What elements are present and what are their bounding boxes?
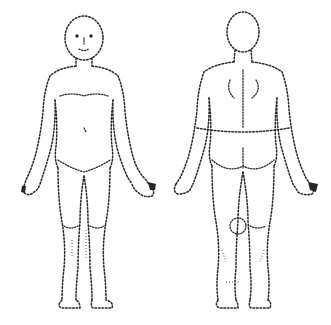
body-front-icon [21,16,156,308]
front-left-fingers [21,186,26,193]
front-right-fingers [148,182,156,190]
front-left-knee [64,226,78,228]
body-back-icon [174,12,318,308]
back-shoulder-blade-left [229,80,234,98]
front-right-foot [91,300,112,308]
back-right-arm-inner [277,98,293,184]
front-right-eye [89,34,92,37]
front-groin [58,160,110,172]
front-right-knee [90,226,104,228]
front-left-hand [23,184,40,195]
back-torso-left-arm [176,62,234,184]
front-navel [84,128,86,132]
front-chest-line [60,94,108,96]
back-left-foot [216,300,238,308]
back-left-leg [212,166,243,300]
front-torso-right-arm [92,66,150,186]
front-mouth [79,49,89,51]
front-left-eye [75,34,78,37]
back-right-leg [243,166,274,300]
front-torso-left-arm [24,66,76,186]
back-right-foot [249,300,270,308]
front-left-arm-inner [40,100,55,184]
back-torso-right-arm [252,62,310,184]
front-shin-marks [72,230,86,260]
front-left-foot [59,300,80,308]
back-head [227,12,259,52]
front-hips [55,100,113,168]
front-right-leg [84,168,110,300]
back-left-hand [174,184,193,194]
back-calf-marks [222,250,264,282]
back-right-knee [250,226,266,228]
back-right-fingers [308,182,318,192]
back-left-arm-inner [193,98,209,184]
front-left-leg [58,168,84,300]
back-shoulder-blade-right [252,80,258,98]
